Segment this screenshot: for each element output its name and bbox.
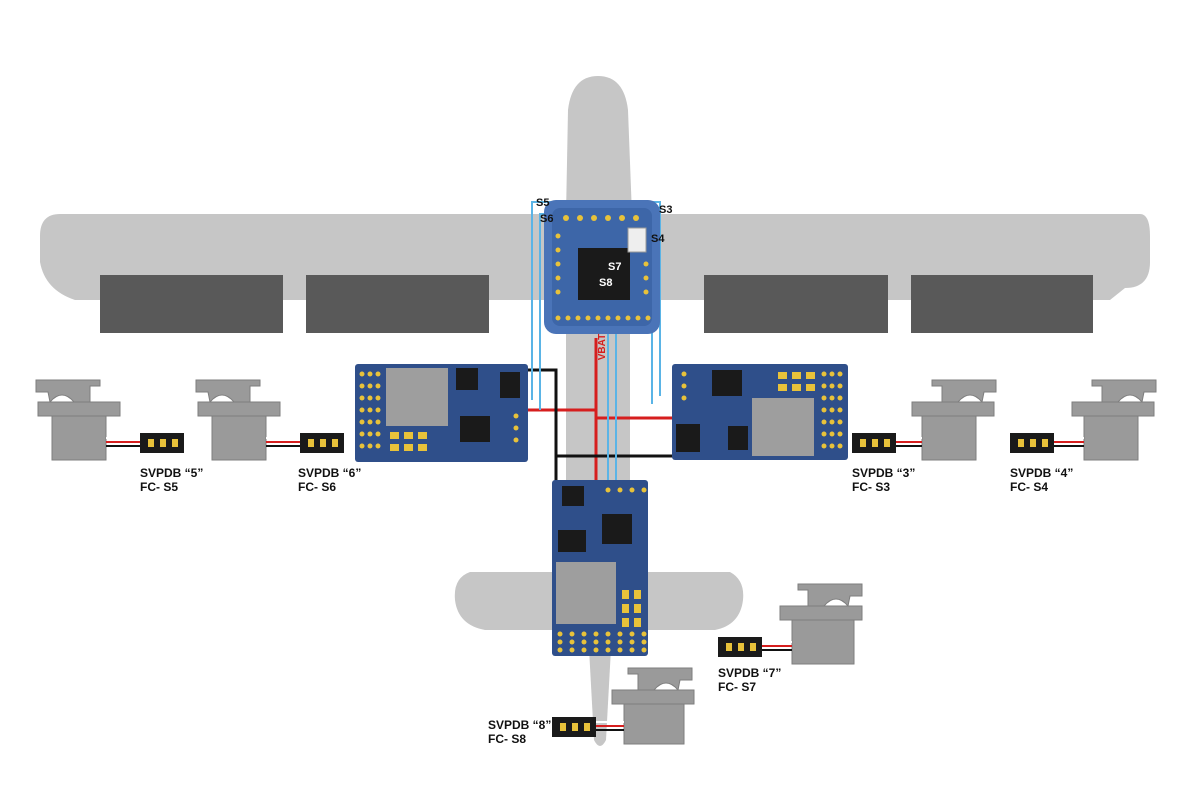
- servo-7: [718, 583, 863, 665]
- servo-3-label: SVPDB “3” FC- S3: [852, 466, 915, 494]
- servo-7-tab: [779, 605, 863, 621]
- pdb-right-caps: [778, 372, 815, 391]
- servo-3-lead: [896, 437, 922, 447]
- aileron-left-outer: [100, 275, 283, 333]
- servo-8-body: [623, 703, 685, 745]
- aileron-right-inner: [704, 275, 888, 333]
- fc-pin-label-s8: S8: [599, 277, 613, 289]
- servo-6-label: SVPDB “6” FC- S6: [298, 466, 361, 494]
- servo-8-label-line2: FC- S8: [488, 732, 527, 746]
- servo-4-lead: [1054, 437, 1084, 447]
- svpdb-board-right: [672, 364, 848, 460]
- fc-bottom-pads: [555, 315, 651, 321]
- fuselage-nose: [566, 76, 632, 215]
- pdb-bottom-chip: [602, 514, 632, 544]
- servo-3-label-line2: FC- S3: [852, 480, 891, 494]
- pdb-right-chip: [712, 370, 742, 396]
- servo-7-label-line1: SVPDB “7”: [718, 666, 782, 680]
- servo-6-horn: [195, 379, 261, 404]
- servo-7-body: [791, 619, 855, 665]
- pdb-left-header-pins: [359, 371, 519, 449]
- fc-side-pads: [555, 233, 649, 295]
- pdb-left-chip2: [456, 368, 478, 390]
- fc-pin-label-s3: S3: [659, 204, 673, 216]
- servo-8-tab: [611, 689, 695, 705]
- pdb-bottom-header-pins: [557, 487, 647, 653]
- fc-pin-label-s7: S7: [608, 261, 622, 273]
- pdb-right-header-pins: [681, 371, 843, 449]
- pdb-left-caps: [390, 432, 427, 451]
- svpdb-board-bottom: [552, 480, 648, 656]
- servo-3-horn: [931, 379, 997, 404]
- servo-6-body: [211, 415, 267, 461]
- pdb-left-chip3: [500, 372, 520, 398]
- servo-4-label-line2: FC- S4: [1010, 480, 1049, 494]
- fc-pin-label-s5: S5: [536, 197, 550, 209]
- fc-pin-label-s6: S6: [540, 213, 554, 225]
- servo-5-label-line1: SVPDB “5”: [140, 466, 204, 480]
- servo-3-body: [921, 415, 977, 461]
- ground-wire-left: [524, 368, 558, 488]
- aileron-left-inner: [306, 275, 489, 333]
- servo-5-label-line2: FC- S5: [140, 480, 179, 494]
- servo-8: [552, 667, 695, 745]
- pdb-right-heatsink: [752, 398, 814, 456]
- servo-3: [852, 379, 997, 461]
- servo-8-label: SVPDB “8” FC- S8: [488, 718, 551, 746]
- fc-top-pads: [563, 215, 639, 221]
- fc-mcu-chip: [578, 248, 630, 300]
- servo-5-tab: [37, 401, 121, 417]
- pdb-bottom-chip3: [562, 486, 584, 506]
- servo-6-label-line2: FC- S6: [298, 480, 337, 494]
- servo-8-lead: [596, 721, 624, 731]
- servo-4-horn: [1091, 379, 1157, 404]
- pdb-right-chip2: [676, 424, 700, 452]
- servo-6: [195, 379, 344, 461]
- fc-pin-label-s4: S4: [651, 233, 665, 245]
- aileron-right-outer: [911, 275, 1093, 333]
- servo-3-label-line1: SVPDB “3”: [852, 466, 916, 480]
- vbat-label: VBAT: [597, 333, 608, 361]
- servo-6-label-line1: SVPDB “6”: [298, 466, 362, 480]
- flight-controller: [544, 200, 660, 334]
- pdb-left-heatsink: [386, 368, 448, 426]
- servo-4-tab: [1071, 401, 1155, 417]
- pdb-left-chip: [460, 416, 490, 442]
- servo-8-horn: [627, 667, 693, 692]
- servo-7-lead: [762, 641, 792, 651]
- servo-6-lead: [266, 437, 300, 447]
- pdb-bottom-caps: [622, 590, 641, 627]
- svpdb-board-left: [355, 364, 528, 462]
- servo-5-label: SVPDB “5” FC- S5: [140, 466, 203, 494]
- servo-6-tab: [197, 401, 281, 417]
- servo-4-label: SVPDB “4” FC- S4: [1010, 466, 1073, 494]
- servo-8-label-line1: SVPDB “8”: [488, 718, 552, 732]
- servo-4-body: [1083, 415, 1139, 461]
- servo-7-label: SVPDB “7” FC- S7: [718, 666, 781, 694]
- servo-7-horn: [797, 583, 863, 608]
- servo-5-horn: [35, 379, 101, 404]
- servo-5: [35, 379, 184, 461]
- servo-3-tab: [911, 401, 995, 417]
- servo-7-label-line2: FC- S7: [718, 680, 757, 694]
- pdb-right-chip3: [728, 426, 748, 450]
- fc-connector: [627, 227, 647, 253]
- servo-4-label-line1: SVPDB “4”: [1010, 466, 1074, 480]
- servo-5-lead: [106, 437, 140, 447]
- servo-4: [1010, 379, 1157, 461]
- pdb-bottom-heatsink: [556, 562, 616, 624]
- connector-contacts: [148, 439, 1048, 731]
- pdb-bottom-chip2: [558, 530, 586, 552]
- servo-5-body: [51, 415, 107, 461]
